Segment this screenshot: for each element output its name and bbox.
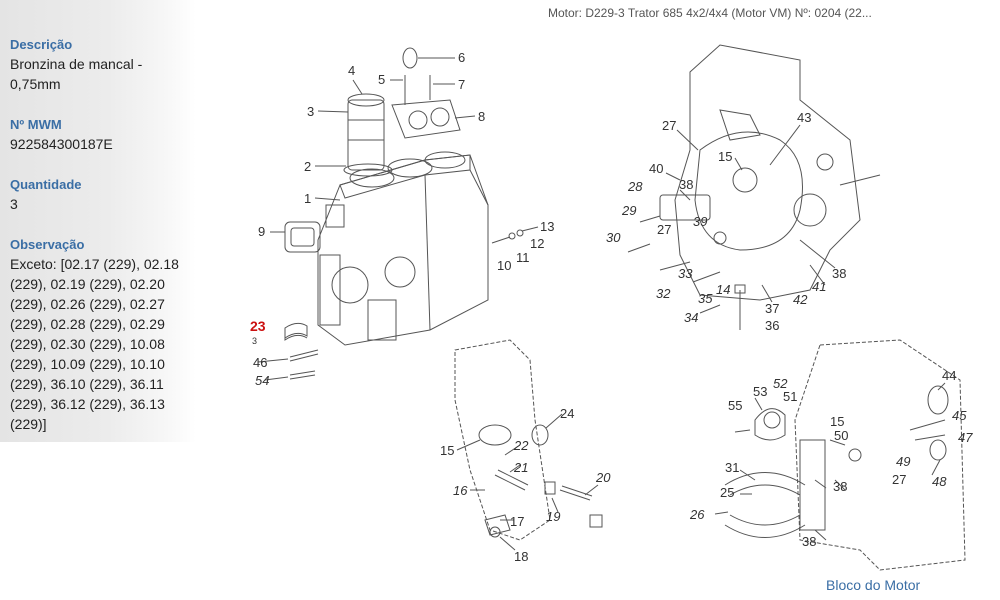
callout-label-27[interactable]: 27 <box>657 222 671 237</box>
description-value: Bronzina de mancal - 0,75mm <box>10 56 143 92</box>
callout-label-46[interactable]: 46 <box>253 355 267 370</box>
callout-label-33[interactable]: 33 <box>678 266 693 281</box>
engine-block-drawing <box>284 47 524 380</box>
callout-label-53[interactable]: 53 <box>753 384 767 399</box>
mwm-number-label: Nº MWM <box>10 117 62 132</box>
callout-label-49[interactable]: 49 <box>896 454 910 469</box>
callout-label-9[interactable]: 9 <box>258 224 265 239</box>
callout-label-10[interactable]: 10 <box>497 258 511 273</box>
callout-labels: 1234567891011121323346542743154038282930… <box>250 50 973 564</box>
callout-label-38[interactable]: 38 <box>679 177 693 192</box>
callout-label-52[interactable]: 52 <box>773 376 788 391</box>
crankcase-drawing <box>724 339 966 571</box>
callout-label-24[interactable]: 24 <box>560 406 574 421</box>
leader-lines-housing <box>665 124 836 303</box>
callout-label-30[interactable]: 30 <box>606 230 621 245</box>
callout-label-16[interactable]: 16 <box>453 483 468 498</box>
callout-label-31[interactable]: 31 <box>725 460 739 475</box>
part-details-panel: Descrição Bronzina de mancal - 0,75mm Nº… <box>0 0 196 442</box>
callout-label-37[interactable]: 37 <box>765 301 779 316</box>
callout-label-44[interactable]: 44 <box>942 368 956 383</box>
callout-label-55[interactable]: 55 <box>728 398 742 413</box>
callout-label-4[interactable]: 4 <box>348 63 355 78</box>
callout-label-13[interactable]: 13 <box>540 219 554 234</box>
callout-label-7[interactable]: 7 <box>458 77 465 92</box>
observation-field: Observação Exceto: [02.17 (229), 02.18 (… <box>10 236 192 434</box>
callout-label-22[interactable]: 22 <box>513 438 529 453</box>
callout-label-42[interactable]: 42 <box>793 292 808 307</box>
exploded-parts-diagram[interactable]: 1234567891011121323346542743154038282930… <box>200 30 1000 600</box>
quantity-field: Quantidade 3 <box>10 176 192 214</box>
callout-label-23[interactable]: 23 <box>250 318 266 334</box>
callout-label-54[interactable]: 54 <box>255 373 269 388</box>
callout-label-15[interactable]: 15 <box>440 443 454 458</box>
leader-lines-block <box>257 57 539 381</box>
callout-label-51[interactable]: 51 <box>783 389 797 404</box>
leader-lines-crankcase <box>714 382 946 541</box>
callout-label-38[interactable]: 38 <box>802 534 816 549</box>
callout-label-15[interactable]: 15 <box>718 149 732 164</box>
callout-label-18[interactable]: 18 <box>514 549 528 564</box>
description-field: Descrição Bronzina de mancal - 0,75mm <box>10 36 192 94</box>
callout-label-34[interactable]: 34 <box>684 310 698 325</box>
callout-label-14[interactable]: 14 <box>716 282 730 297</box>
oil-pump-drawing <box>454 339 603 541</box>
callout-label-20[interactable]: 20 <box>595 470 611 485</box>
callout-label-19[interactable]: 19 <box>546 509 560 524</box>
callout-label-50[interactable]: 50 <box>834 428 848 443</box>
callout-label-39[interactable]: 39 <box>693 214 707 229</box>
callout-label-48[interactable]: 48 <box>932 474 947 489</box>
callout-label-36[interactable]: 36 <box>765 318 779 333</box>
callout-label-43[interactable]: 43 <box>797 110 811 125</box>
callout-label-3[interactable]: 3 <box>252 336 257 346</box>
callout-label-6[interactable]: 6 <box>458 50 465 65</box>
callout-label-12[interactable]: 12 <box>530 236 544 251</box>
callout-label-17[interactable]: 17 <box>510 514 524 529</box>
observation-label: Observação <box>10 237 85 252</box>
callout-label-40[interactable]: 40 <box>649 161 663 176</box>
breadcrumb-header: Motor: D229-3 Trator 685 4x2/4x4 (Motor … <box>548 6 872 20</box>
callout-label-26[interactable]: 26 <box>689 507 705 522</box>
callout-label-25[interactable]: 25 <box>720 485 734 500</box>
quantity-value: 3 <box>10 196 18 212</box>
leader-lines-pump <box>456 413 599 551</box>
callout-label-15[interactable]: 15 <box>830 414 844 429</box>
callout-label-27[interactable]: 27 <box>662 118 676 133</box>
callout-label-3[interactable]: 3 <box>307 104 314 119</box>
callout-label-5[interactable]: 5 <box>378 72 385 87</box>
callout-label-2[interactable]: 2 <box>304 159 311 174</box>
callout-label-32[interactable]: 32 <box>656 286 671 301</box>
callout-label-35[interactable]: 35 <box>698 291 713 306</box>
callout-label-29[interactable]: 29 <box>621 203 636 218</box>
mwm-number-value: 922584300187E <box>10 136 113 152</box>
mwm-number-field: Nº MWM 922584300187E <box>10 116 192 154</box>
callout-label-41[interactable]: 41 <box>812 279 826 294</box>
callout-label-21[interactable]: 21 <box>513 460 528 475</box>
callout-label-11[interactable]: 11 <box>516 250 530 265</box>
callout-label-28[interactable]: 28 <box>627 179 643 194</box>
callout-label-8[interactable]: 8 <box>478 109 485 124</box>
timing-housing-drawing <box>627 44 881 330</box>
callout-label-38[interactable]: 38 <box>832 266 846 281</box>
description-label: Descrição <box>10 37 73 52</box>
diagram-caption: Bloco do Motor <box>826 577 921 593</box>
callout-label-45[interactable]: 45 <box>952 408 967 423</box>
callout-label-47[interactable]: 47 <box>958 430 973 445</box>
callout-label-38[interactable]: 38 <box>833 479 847 494</box>
callout-label-1[interactable]: 1 <box>304 191 311 206</box>
observation-value: Exceto: [02.17 (229), 02.18 (229), 02.19… <box>10 256 179 432</box>
quantity-label: Quantidade <box>10 177 82 192</box>
callout-label-27[interactable]: 27 <box>892 472 906 487</box>
